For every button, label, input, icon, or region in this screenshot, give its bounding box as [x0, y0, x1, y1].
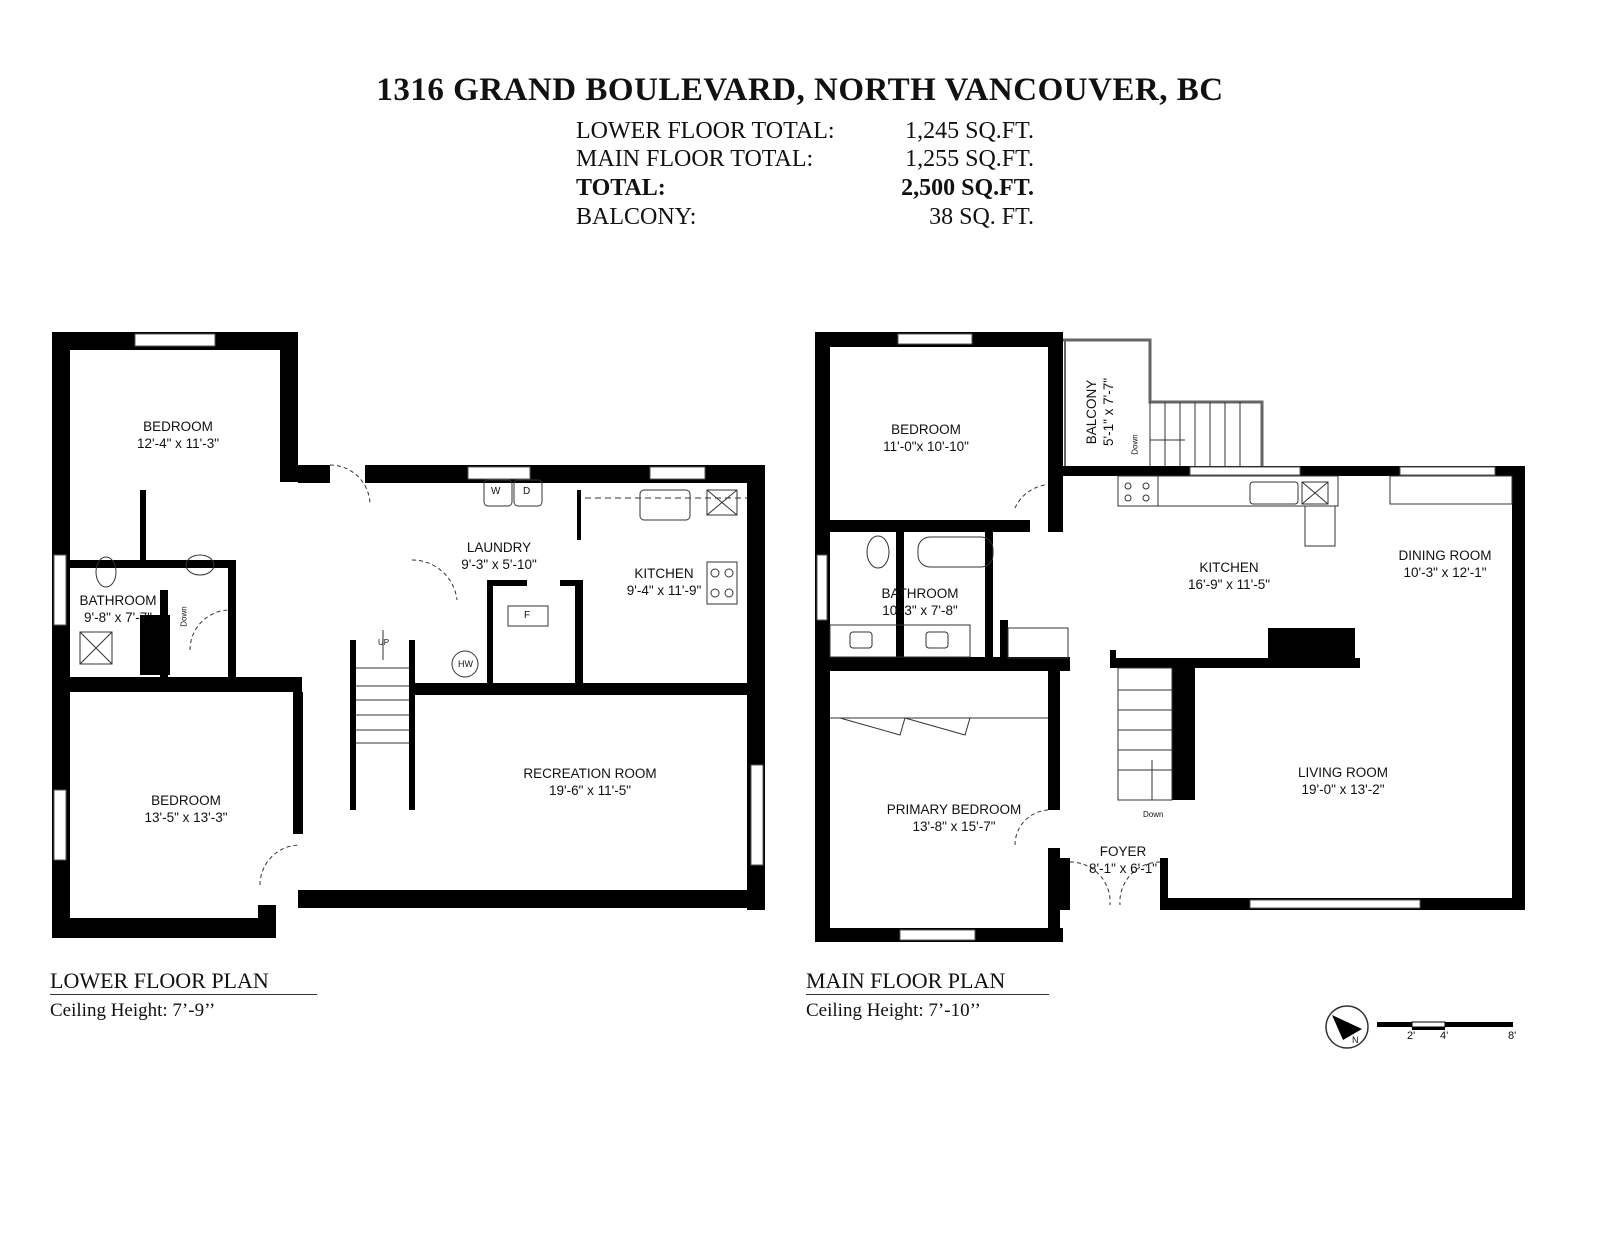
room-size: 13'-8" x 15'-7": [912, 819, 996, 834]
main-floor-total-value: 1,255 SQ.FT.: [905, 146, 1034, 172]
room-name: RECREATION ROOM: [523, 766, 657, 781]
furnace-label: F: [524, 610, 531, 621]
lower-floor-windows: [53, 333, 764, 866]
room-name: LIVING ROOM: [1297, 765, 1389, 780]
room-name: BATHROOM: [79, 593, 157, 608]
room-name: BEDROOM: [143, 419, 213, 434]
main-floor-plan-title: MAIN FLOOR PLAN: [806, 968, 1049, 995]
lower-floor-plan-title: LOWER FLOOR PLAN: [50, 968, 317, 995]
laundry-label: LAUNDRY 9'-3" x 5'-10": [461, 539, 537, 573]
room-size: 10'-3" x 12'-1": [1403, 565, 1487, 580]
room-size: 19'-0" x 13'-2": [1301, 782, 1385, 797]
compass-north-label: N: [1352, 1035, 1359, 1045]
hot-water-label: HW: [458, 659, 473, 669]
scale-tick-8: 8': [1508, 1030, 1517, 1042]
bath-down-label: Down: [179, 606, 189, 627]
grand-total-value: 2,500 SQ.FT.: [901, 175, 1034, 201]
room-size: 12'-4" x 11'-3": [136, 436, 220, 451]
scale-tick-4: 4': [1440, 1030, 1449, 1042]
stairs-up-label: UP: [378, 638, 390, 647]
room-name: DINING ROOM: [1398, 548, 1492, 563]
room-name: KITCHEN: [1199, 560, 1259, 575]
room-name: BATHROOM: [881, 586, 959, 601]
room-size: 9'-8" x 7'-7": [83, 610, 152, 625]
lower-floor-walls: [52, 332, 765, 938]
main-floor-windows: [816, 333, 1496, 941]
scale-tick-2: 2': [1407, 1030, 1416, 1042]
balcony-total-value: 38 SQ. FT.: [929, 204, 1034, 230]
washer-label: W: [491, 486, 501, 497]
room-size: 11'-0"x 10'-10": [883, 439, 969, 454]
main-floor-ceiling-height: Ceiling Height: 7’-10’’: [806, 1000, 981, 1021]
room-name: PRIMARY BEDROOM: [886, 802, 1022, 817]
room-size: 10'-3" x 7'-8": [882, 603, 958, 618]
dryer-label: D: [523, 486, 531, 497]
room-name: LAUNDRY: [466, 540, 532, 555]
lower-bedroom2-label: BEDROOM 13'-5" x 13'-3": [144, 792, 227, 826]
room-size: 13'-5" x 13'-3": [144, 810, 228, 825]
room-name: BEDROOM: [151, 793, 221, 808]
room-name: BALCONY: [1084, 379, 1099, 445]
room-size: 8'-1" x 6'-1": [1088, 861, 1158, 876]
main-kitchen-label: KITCHEN 16'-9" x 11'-5": [1188, 559, 1270, 593]
balcony-down-label: Down: [1130, 434, 1140, 455]
lower-bathroom-label: BATHROOM 9'-8" x 7'-7": [80, 592, 157, 626]
main-floor-total-label: MAIN FLOOR TOTAL:: [576, 146, 814, 172]
balcony-total-label: BALCONY:: [576, 204, 697, 230]
recreation-room-label: RECREATION ROOM 19'-6" x 11'-5": [523, 765, 656, 799]
room-size: 16'-9" x 11'-5": [1187, 577, 1271, 592]
foyer-label: FOYER 8'-1" x 6'-1": [1089, 843, 1157, 877]
lower-kitchen-label: KITCHEN 9'-4" x 11'-9": [627, 565, 702, 599]
main-bathroom-label: BATHROOM 10'-3" x 7'-8": [882, 585, 959, 619]
dining-room-label: DINING ROOM 10'-3" x 12'-1": [1399, 547, 1492, 581]
lower-floor-total-value: 1,245 SQ.FT.: [905, 118, 1034, 144]
scale-bar: [1377, 1021, 1513, 1030]
lower-bedroom1-label: BEDROOM 12'-4" x 11'-3": [137, 418, 219, 452]
room-name: BEDROOM: [891, 422, 961, 437]
room-name: KITCHEN: [634, 566, 694, 581]
room-size: 5'-1" x 7'-7": [1101, 377, 1116, 447]
main-floor-fixtures: [829, 338, 1513, 906]
primary-bedroom-label: PRIMARY BEDROOM 13'-8" x 15'-7": [887, 801, 1022, 835]
living-room-label: LIVING ROOM 19'-0" x 13'-2": [1298, 764, 1388, 798]
property-address-title: 1316 GRAND BOULEVARD, NORTH VANCOUVER, B…: [376, 72, 1224, 108]
room-size: 19'-6" x 11'-5": [548, 783, 632, 798]
lower-floor-total-label: LOWER FLOOR TOTAL:: [576, 118, 835, 144]
lower-floor-fixtures: [79, 464, 747, 886]
room-size: 9'-3" x 5'-10": [461, 557, 537, 572]
north-compass: [1325, 1005, 1369, 1049]
room-name: FOYER: [1099, 844, 1147, 859]
stairs-down-label: Down: [1143, 810, 1164, 819]
grand-total-label: TOTAL:: [576, 175, 666, 201]
lower-floor-ceiling-height: Ceiling Height: 7’-9’’: [50, 1000, 216, 1021]
room-size: 9'-4" x 11'-9": [626, 583, 702, 598]
main-bedroom-label: BEDROOM 11'-0"x 10'-10": [883, 421, 969, 455]
